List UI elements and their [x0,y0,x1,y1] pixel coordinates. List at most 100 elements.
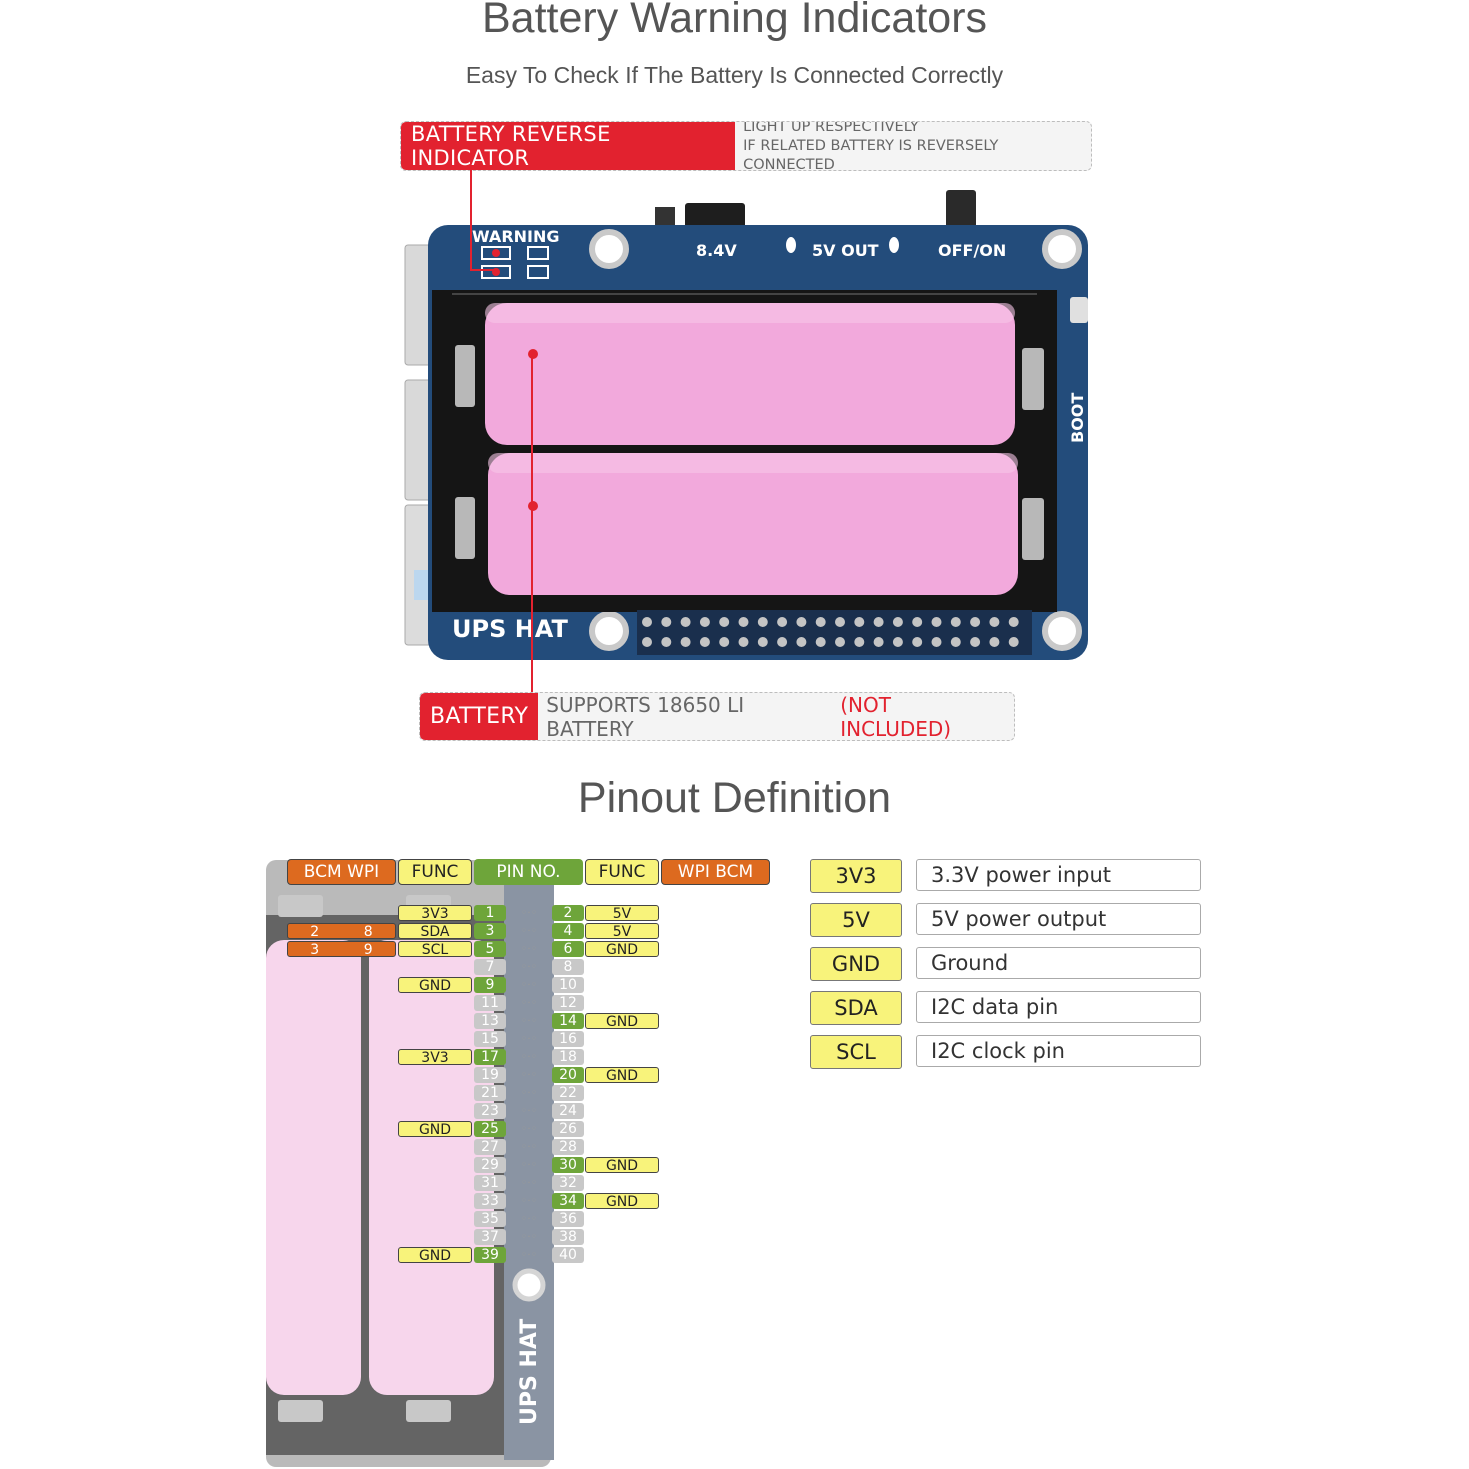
board-label-5vout: 5V OUT [812,241,879,260]
battery-desc: SUPPORTS 18650 LI BATTERY (NOT INCLUDED) [538,693,1014,740]
gpio-pin [1008,617,1019,627]
pin-right: 22 [552,1085,584,1101]
gpio-pin [873,637,884,647]
pinout-battery-1 [266,940,361,1395]
mount-hole-bottom-right [1042,611,1082,651]
pin-left-func: SCL [398,941,472,958]
gpio-pin [892,637,903,647]
gpio-pin [738,617,749,627]
board-label-ups-hat: UPS HAT [452,615,569,643]
gpio-pin [912,617,923,627]
pin-right: 18 [552,1049,584,1065]
legend-key: 3V3 [810,859,902,893]
pin-right: 34 [552,1193,584,1209]
pin-connector: ◦·◦ [520,1176,538,1189]
pinout-board-label: UPS HAT [517,1319,542,1425]
legend-key: 5V [810,903,902,937]
pin-connector: ◦·◦ [520,1122,538,1135]
pin-left: 21 [474,1085,506,1101]
pin-left: 13 [474,1013,506,1029]
pin-connector: ◦·◦ [520,960,538,973]
power-switch [946,190,976,235]
pin-right-func: GND [585,1013,659,1030]
pin-right: 6 [552,941,584,957]
pin-left: 23 [474,1103,506,1119]
battery-tag: BATTERY [420,693,539,740]
pin-connector: ◦·◦ [520,1194,538,1207]
pin-right: 14 [552,1013,584,1029]
pin-left: 3 [474,923,506,939]
page-title: Battery Warning Indicators [481,0,988,42]
pin-left-func: GND [398,1247,472,1264]
legend-value: I2C clock pin [916,1035,1201,1067]
gpio-pin [950,617,961,627]
pin-right: 16 [552,1031,584,1047]
pin-left: 35 [474,1211,506,1227]
reverse-indicator-leader-line [470,169,472,271]
pin-right: 40 [552,1247,584,1263]
resistor-1 [527,246,549,260]
reverse-desc-line2: IF RELATED BATTERY IS REVERSELY CONNECTE… [743,137,999,171]
pin-left-func: 3V3 [398,905,472,922]
legend-key: SDA [810,991,902,1025]
battery-clip-left-2 [455,497,475,559]
pin-left: 7 [474,959,506,975]
pin-left-func: GND [398,1121,472,1138]
pin-left: 9 [474,977,506,993]
battery-clip-right-2 [1022,498,1044,560]
pin-right-func: GND [585,1067,659,1084]
pin-left: 17 [474,1049,506,1065]
pin-left-func: 3V3 [398,1049,472,1066]
pin-wpi: 8 [363,924,373,940]
gpio-pin [738,637,749,647]
pin-right: 20 [552,1067,584,1083]
gpio-pin [989,637,1000,647]
pin-left: 15 [474,1031,506,1047]
reverse-indicator-tag: BATTERY REVERSE INDICATOR [401,122,736,170]
gpio-pin [661,617,672,627]
gpio-pins [642,617,1019,647]
warning-led-1 [481,246,511,260]
mount-hole-top-left [589,229,629,269]
pin-connector: ◦·◦ [520,1248,538,1261]
pin-connector: ◦·◦ [520,1230,538,1243]
board-label-boot: BOOT [1068,393,1087,443]
pin-right-func: 5V [585,923,659,940]
pin-connector: ◦·◦ [520,1212,538,1225]
pin-left: 31 [474,1175,506,1191]
battery-clip-left-1 [455,345,475,407]
pin-connector: ◦·◦ [520,906,538,919]
gpio-pin [777,637,788,647]
ups-hat-board-illustration: WARNING 8.4V 5V OUT OFF/ON UPS HAT BOOT [404,190,1088,660]
gpio-pin [873,617,884,627]
gpio-header [637,610,1032,655]
pin-connector: ◦·◦ [520,1104,538,1117]
gpio-pin [796,617,807,627]
gpio-pin [854,617,865,627]
reverse-desc-line1: LIGHT UP RESPECTIVELY [743,121,919,135]
pin-left: 1 [474,905,506,921]
gpio-pin [931,637,942,647]
pin-left-func: SDA [398,923,472,940]
pin-right: 10 [552,977,584,993]
pin-right: 8 [552,959,584,975]
pin-connector: ◦·◦ [520,1014,538,1027]
pin-right: 30 [552,1157,584,1173]
battery-callout: BATTERY SUPPORTS 18650 LI BATTERY (NOT I… [419,692,1015,741]
pin-left: 37 [474,1229,506,1245]
pin-connector: ◦·◦ [520,1050,538,1063]
gpio-pin [699,637,710,647]
pin-connector: ◦·◦ [520,978,538,991]
ethernet-led [414,570,428,600]
mount-hole-bottom-left [589,611,629,651]
pin-left: 11 [474,995,506,1011]
boot-button [1070,297,1088,323]
gpio-pin [680,617,691,627]
pin-bcm: 3 [310,942,320,958]
gpio-pin [777,617,788,627]
gpio-pin [680,637,691,647]
